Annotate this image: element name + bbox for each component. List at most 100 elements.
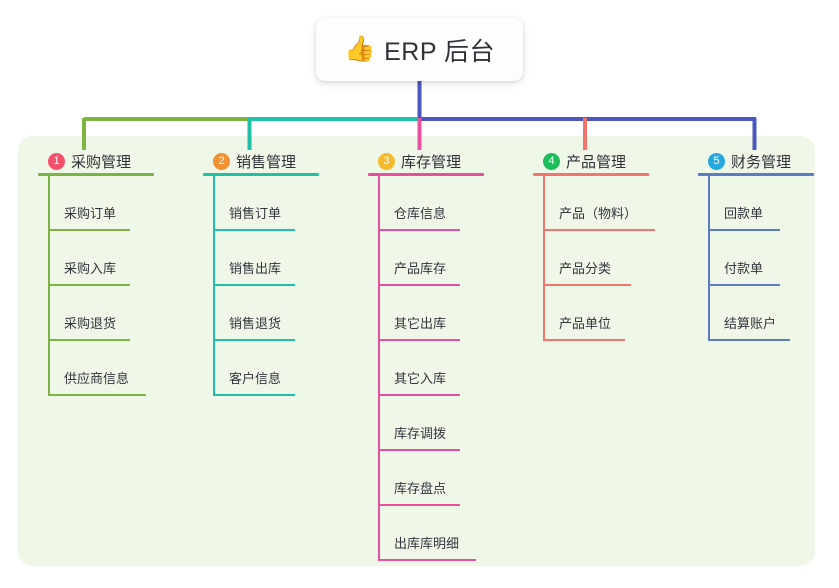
branch-item-label: 采购订单 <box>64 206 117 221</box>
branch-header-3[interactable]: 3 库存管理 <box>368 146 484 176</box>
branch-number-badge: 3 <box>378 152 395 170</box>
branch-item[interactable]: 采购入库 <box>38 231 154 286</box>
branch-header-4[interactable]: 4 产品管理 <box>533 146 649 176</box>
branch-item[interactable]: 采购订单 <box>38 176 154 231</box>
branch-item[interactable]: 回款单 <box>698 176 814 231</box>
branch-column-3: 3 库存管理仓库信息产品库存其它出库其它入库库存调拨库存盘点出库库明细 <box>368 146 484 561</box>
branch-trunk-line <box>543 176 545 341</box>
branch-item-label: 库存盘点 <box>394 481 447 496</box>
branch-item-underline <box>378 284 460 286</box>
branch-item[interactable]: 付款单 <box>698 231 814 286</box>
branch-item-underline <box>378 394 460 396</box>
branch-item[interactable]: 库存盘点 <box>368 451 484 506</box>
branch-header-underline <box>533 173 649 176</box>
branch-number-badge: 5 <box>708 152 725 170</box>
branch-item-list: 回款单付款单结算账户 <box>698 176 814 341</box>
branch-item[interactable]: 客户信息 <box>203 341 319 396</box>
branch-item-list: 仓库信息产品库存其它出库其它入库库存调拨库存盘点出库库明细 <box>368 176 484 561</box>
branch-item[interactable]: 其它出库 <box>368 286 484 341</box>
branch-header-underline <box>368 173 484 176</box>
branch-item-label: 产品分类 <box>559 261 612 276</box>
branch-item-label: 产品单位 <box>559 316 612 331</box>
branch-item[interactable]: 其它入库 <box>368 341 484 396</box>
branch-item[interactable]: 供应商信息 <box>38 341 154 396</box>
branch-item-label: 其它出库 <box>394 316 447 331</box>
branch-item-label: 销售出库 <box>229 261 282 276</box>
branch-trunk-line <box>708 176 710 341</box>
branch-item[interactable]: 产品库存 <box>368 231 484 286</box>
branch-item-underline <box>378 229 460 231</box>
branch-title: 销售管理 <box>236 153 297 171</box>
branch-item-underline <box>213 284 295 286</box>
branch-item-label: 库存调拨 <box>394 426 447 441</box>
branch-column-2: 2 销售管理销售订单销售出库销售退货客户信息 <box>203 146 319 396</box>
branch-item-underline <box>378 339 460 341</box>
branch-item-underline <box>378 504 460 506</box>
branch-title: 采购管理 <box>71 153 132 171</box>
branch-item-underline <box>708 284 780 286</box>
branch-item-list: 销售订单销售出库销售退货客户信息 <box>203 176 319 396</box>
branch-item[interactable]: 采购退货 <box>38 286 154 341</box>
branch-item-underline <box>543 229 655 231</box>
branch-header-underline <box>698 173 814 176</box>
thumbs-up-icon: 👍 <box>343 35 376 63</box>
branch-item-underline <box>48 394 146 396</box>
branch-item-underline <box>708 339 790 341</box>
branch-column-4: 4 产品管理产品（物料） 产品分类产品单位 <box>533 146 655 341</box>
branch-item-underline <box>48 339 130 341</box>
branch-item-label: 销售订单 <box>229 206 282 221</box>
root-node-card[interactable]: 👍 ERP 后台 <box>316 18 523 81</box>
root-node-title: ERP 后台 <box>384 37 496 66</box>
branch-item-label: 销售退货 <box>229 316 282 331</box>
branch-item-label: 仓库信息 <box>394 206 447 221</box>
branch-item-underline <box>48 229 130 231</box>
branch-item-underline <box>48 284 130 286</box>
branch-item-label: 供应商信息 <box>64 371 130 386</box>
branch-item-label: 回款单 <box>724 206 764 221</box>
branch-item-underline <box>378 449 460 451</box>
branch-item-label: 采购退货 <box>64 316 117 331</box>
branch-item-label: 产品（物料） <box>559 206 638 221</box>
branch-number-badge: 2 <box>213 152 230 170</box>
branch-header-underline <box>203 173 319 176</box>
branch-item-underline <box>213 339 295 341</box>
branch-header-2[interactable]: 2 销售管理 <box>203 146 319 176</box>
branch-item-label: 出库库明细 <box>394 536 460 551</box>
branch-item[interactable]: 库存调拨 <box>368 396 484 451</box>
branch-title: 库存管理 <box>401 153 462 171</box>
branch-item[interactable]: 结算账户 <box>698 286 814 341</box>
branch-item-underline <box>378 559 476 561</box>
branch-item-list: 产品（物料） 产品分类产品单位 <box>533 176 655 341</box>
branches-panel <box>18 136 815 566</box>
branch-item[interactable]: 产品单位 <box>533 286 649 341</box>
branch-number-badge: 4 <box>543 152 560 170</box>
branch-item[interactable]: 销售退货 <box>203 286 319 341</box>
branch-item[interactable]: 产品分类 <box>533 231 649 286</box>
branch-header-underline <box>38 173 154 176</box>
branch-item-underline <box>543 339 625 341</box>
branch-item[interactable]: 销售订单 <box>203 176 319 231</box>
branch-item[interactable]: 销售出库 <box>203 231 319 286</box>
branch-item-label: 客户信息 <box>229 371 282 386</box>
branch-trunk-line <box>48 176 50 396</box>
branch-item[interactable]: 产品（物料） <box>533 176 655 231</box>
branch-item-label: 产品库存 <box>394 261 447 276</box>
branch-item-underline <box>708 229 780 231</box>
branch-number-badge: 1 <box>48 152 65 170</box>
branch-item-underline <box>213 394 295 396</box>
branch-item-underline <box>213 229 295 231</box>
branch-header-1[interactable]: 1 采购管理 <box>38 146 154 176</box>
branch-item[interactable]: 出库库明细 <box>368 506 484 561</box>
branch-item-list: 采购订单采购入库采购退货供应商信息 <box>38 176 154 396</box>
branch-item-underline <box>543 284 631 286</box>
branch-item-label: 结算账户 <box>724 316 777 331</box>
branch-title: 产品管理 <box>566 153 627 171</box>
branch-item-label: 付款单 <box>724 261 764 276</box>
branch-column-1: 1 采购管理采购订单采购入库采购退货供应商信息 <box>38 146 154 396</box>
branch-item-label: 采购入库 <box>64 261 117 276</box>
branch-trunk-line <box>213 176 215 396</box>
branch-item[interactable]: 仓库信息 <box>368 176 484 231</box>
